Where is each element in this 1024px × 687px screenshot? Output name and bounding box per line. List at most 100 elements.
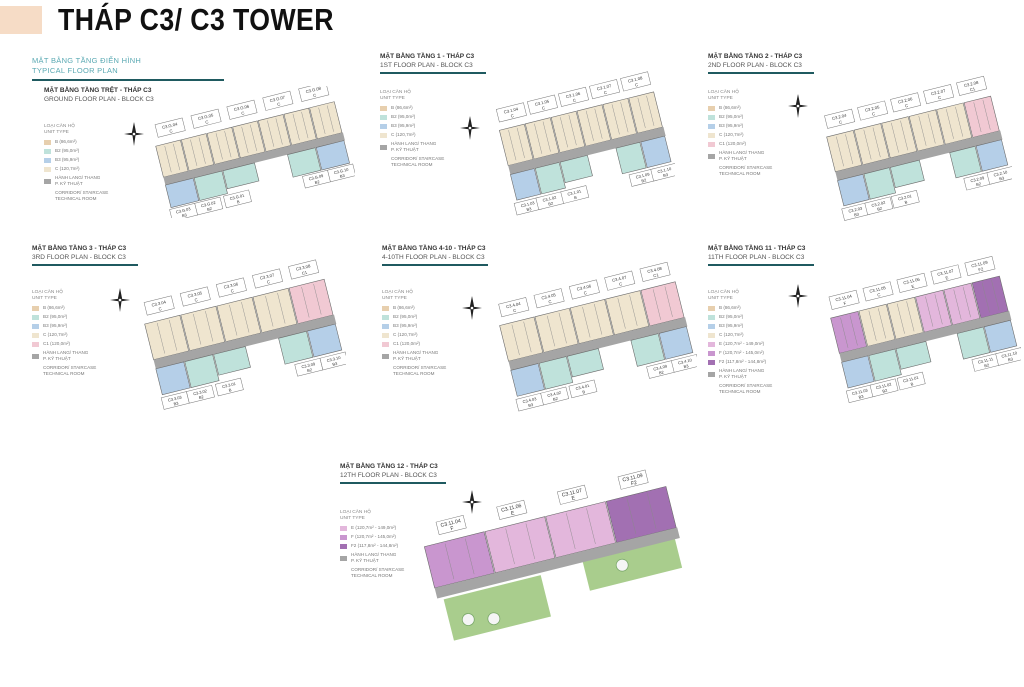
unit-b2 — [193, 170, 228, 201]
unit-code: C3.G.08 — [305, 86, 322, 94]
unit-type: B — [910, 381, 914, 387]
unit-code: C3.2.09 — [970, 175, 986, 183]
unit-code: C3.G.02 — [200, 200, 216, 209]
legend-item: CORRIDOR/ STAIRCASE TECHNICAL ROOM — [32, 365, 96, 377]
unit-type: C — [572, 98, 576, 104]
compass-icon — [110, 288, 130, 312]
legend-label: HÀNH LANG/ THANG P. KỸ THUẬT — [43, 350, 89, 361]
unit-type: B — [574, 195, 578, 201]
unit-tag — [568, 279, 600, 300]
legend-item: B2 (95,0m²) — [708, 114, 772, 120]
legend-title: UNIT TYPE — [44, 130, 69, 135]
unit-code: C3.1.03 — [520, 200, 536, 208]
legend-item: B2 (95,0m²) — [44, 148, 108, 154]
unit-type: C1 — [969, 86, 976, 92]
panel-heading: MẶT BẰNG TẦNG TRỆT - THÁP C3 — [44, 87, 152, 94]
panel-heading: MẶT BẰNG TẦNG 4-10 - THÁP C3 — [382, 245, 486, 252]
legend-item: F2 (117,8m² - 144,8m²) — [708, 359, 772, 365]
legend-swatch — [708, 323, 715, 329]
tree-icon — [487, 612, 501, 626]
unit-code: C3.G.10 — [333, 167, 349, 176]
legend-swatch — [708, 314, 715, 320]
legend-label: F (120,7m² - 145,0m²) — [351, 534, 396, 539]
unit-c — [576, 104, 612, 147]
legend-item: B2 (95,0m²) — [382, 314, 446, 320]
unit-code: C3.4.04 — [506, 301, 522, 310]
panel-divider — [708, 264, 814, 266]
unit-type: B — [904, 199, 908, 205]
panel-heading: MẶT BẰNG TẦNG 3 - THÁP C3 — [32, 245, 127, 252]
legend-label: B2 (95,0m²) — [719, 314, 744, 319]
unit-code: C3.2.02 — [871, 200, 887, 208]
legend-item: C1 (120,0m²) — [708, 141, 772, 147]
unit-type: B2 — [207, 206, 214, 212]
unit-tag — [226, 99, 258, 120]
unit-tag — [923, 84, 955, 105]
unit-type: C1 — [301, 270, 308, 276]
compass-icon — [462, 296, 482, 320]
unit-b2 — [538, 356, 574, 390]
unit-type: B2 — [307, 367, 314, 373]
unit-code: C3.11.11 — [977, 356, 994, 365]
corridor — [508, 317, 688, 371]
legend-label: E (120,7m² - 149,0m²) — [719, 341, 765, 346]
legend-label: F2 (117,8m² - 144,8m²) — [719, 359, 767, 364]
unit-tag — [262, 90, 294, 111]
unit-type: B3 — [854, 211, 861, 217]
title-accent-bar — [0, 6, 42, 34]
legend-label: C (120,7m²) — [719, 132, 744, 137]
legend-swatch — [32, 314, 39, 320]
unit-b — [213, 346, 251, 376]
legend-swatch — [32, 332, 39, 338]
unit-code: C3.11.02 — [875, 381, 892, 390]
unit-tag — [154, 117, 186, 138]
unit-type: B2 — [198, 394, 205, 400]
legend-label: C (120,7m²) — [43, 332, 68, 337]
legend-label: B (86,6m²) — [719, 105, 741, 110]
legend-label: HÀNH LANG/ THANG P. KỸ THUẬT — [719, 368, 765, 379]
unit-e — [943, 282, 981, 326]
legend-item: CORRIDOR/ STAIRCASE TECHNICAL ROOM — [380, 156, 444, 168]
unit-code: C3.11.03 — [851, 387, 868, 396]
unit-code: C3.1.10 — [657, 166, 673, 174]
legend-label: C1 (120,0m²) — [393, 341, 421, 346]
unit-b2 — [278, 330, 314, 365]
unit-code: C3.1.09 — [635, 171, 651, 179]
unit-b2 — [184, 354, 220, 388]
unit-tag — [526, 94, 558, 115]
unit-b3 — [165, 177, 200, 208]
legend-item: B3 (95,9m²) — [380, 123, 444, 129]
legend-item: B3 (95,9m²) — [32, 323, 96, 329]
unit-code: C3.G.01 — [229, 192, 245, 201]
legend-swatch — [708, 141, 715, 147]
unit-code: C3.3.01 — [221, 381, 237, 389]
legend-label: B3 (95,9m²) — [391, 123, 416, 128]
unit-tag — [495, 102, 527, 123]
unit-type: C — [266, 279, 270, 285]
legend-item: B (86,6m²) — [44, 139, 108, 145]
legend-label: CORRIDOR/ STAIRCASE TECHNICAL ROOM — [719, 165, 773, 176]
unit-code: C3.1.05 — [534, 98, 550, 107]
unit-tag — [288, 259, 320, 280]
legend-label: C (120,7m²) — [55, 166, 80, 171]
legend-label: CORRIDOR/ STAIRCASE TECHNICAL ROOM — [393, 365, 447, 376]
unit-code: C3.3.06 — [223, 281, 239, 290]
unit-b2 — [863, 167, 896, 200]
unit-b2 — [287, 147, 322, 178]
unit-b2 — [868, 348, 902, 382]
legend-label: B2 (95,0m²) — [391, 114, 416, 119]
unit-tag — [890, 189, 920, 209]
legend-item: F (120,7m² - 145,0m²) — [340, 534, 404, 540]
unit-type: B3 — [858, 393, 865, 399]
unit-c — [605, 290, 650, 336]
unit-b2 — [615, 141, 647, 175]
unit-b2 — [956, 326, 991, 360]
unit-code: C3.4.07 — [612, 274, 628, 283]
legend-swatch — [708, 350, 715, 356]
legend-item: C1 (120,0m²) — [382, 341, 446, 347]
unit-code: C3.1.01 — [567, 188, 583, 196]
unit-code: C3.G.03 — [175, 206, 191, 215]
